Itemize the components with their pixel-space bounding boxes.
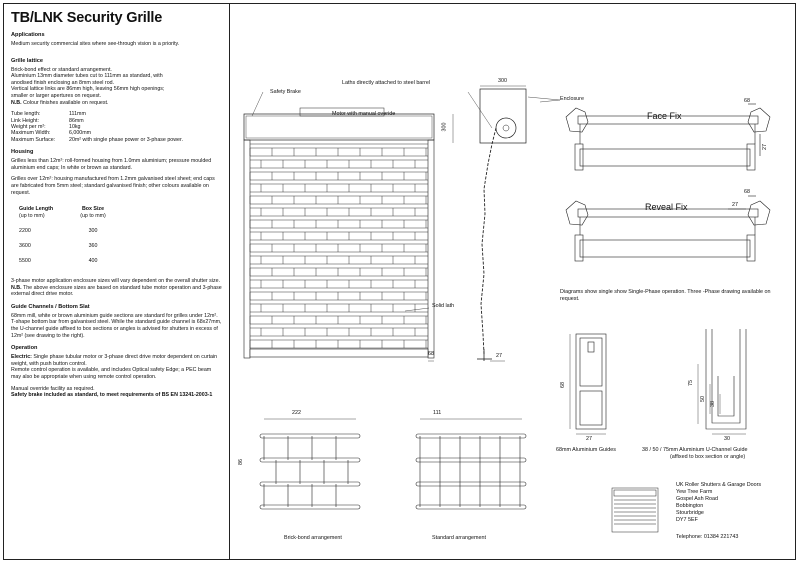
label-laths: Laths directly attached to steel barrel: [342, 80, 431, 86]
label-solid-lath: Solid lath: [432, 303, 455, 309]
guide-channels-heading: Guide Channels / Bottom Slat: [11, 303, 90, 310]
guide-box-table: Guide Length(up to mm) Box Size(up to mm…: [15, 206, 123, 270]
dim-300-side: 300: [441, 122, 448, 132]
housing-heading: Housing: [11, 149, 34, 156]
table-row: Maximum Surface:20m² with single phase p…: [11, 136, 183, 143]
brick-dim-222: 222: [292, 410, 301, 416]
operation-safety: Safety brake included as standard, to me…: [11, 392, 213, 399]
reveal-fix-dim-68: 68: [744, 189, 750, 195]
u-guide-dim-75: 75: [688, 380, 694, 386]
table-row: Link Height:86mm: [11, 117, 84, 124]
housing-text-1: Grilles less than 12m²: roll-formed hous…: [11, 158, 212, 171]
operation-heading: Operation: [11, 345, 38, 352]
reveal-fix-dim-27: 27: [732, 202, 738, 208]
operation-manual: Manual override facility as required.: [11, 385, 95, 392]
u-guide-dim-30: 30: [724, 436, 730, 442]
nb-label: N.B.: [11, 99, 22, 106]
tube: [259, 504, 361, 510]
tube: [415, 457, 527, 463]
label-enclosure: Enclosure: [560, 96, 584, 102]
alu-guide-caption: 68mm Aluminium Guides: [556, 447, 616, 453]
face-fix-dim-68: 68: [744, 98, 750, 104]
tube: [259, 457, 361, 463]
table-row: Tube length:111mm: [11, 111, 86, 118]
nb-text: Colour finishes available on request.: [21, 99, 109, 106]
company-address: UK Roller Shutters & Garage Doors Yew Tr…: [676, 482, 762, 540]
grille-lattice-heading: Grille lattice: [11, 57, 44, 64]
table-row: Weight per m²:10kg: [11, 123, 81, 130]
tube: [259, 481, 361, 487]
tube: [415, 481, 527, 487]
applications-text: Medium security commercial sites where s…: [11, 41, 180, 47]
tube: [259, 433, 361, 439]
guide-channels-text: 68mm mill, white or brown aluminium guid…: [11, 312, 222, 339]
u-guide-dim-50: 50: [700, 396, 706, 402]
dim-68: 68: [428, 351, 434, 357]
lattice-line: Vertical lattice links are 86mm high, le…: [11, 86, 165, 93]
u-guide-caption-2: (affixed to box section or angle): [670, 454, 746, 460]
tube: [415, 504, 527, 510]
spec-sheet: TB/LNK Security Grille Applications Medi…: [3, 3, 796, 560]
telephone: Telephone: 01384 221743: [676, 534, 739, 540]
alu-guide-dim-27: 27: [586, 436, 592, 442]
u-guide-dim-38: 38: [710, 401, 716, 407]
table-row: Maximum Width:6,000mm: [11, 130, 92, 137]
lattice-line: Aluminium 13mm diameter tubes cut to 111…: [11, 73, 163, 80]
diagrams-note: Diagrams show single show Single-Phase o…: [560, 289, 771, 302]
specification-column: TB/LNK Security Grille Applications Medi…: [4, 4, 230, 559]
applications-heading: Applications: [11, 32, 45, 38]
reveal-fix-title: Reveal Fix: [645, 202, 688, 212]
standard-dim-111: 111: [433, 410, 442, 416]
label-safety-brake: Safety Brake: [270, 89, 301, 95]
drawings-area: Safety Brake Motor with manual overide L…: [230, 4, 796, 559]
lattice-line: anodised finish enclosing an 8mm steel r…: [11, 79, 115, 86]
lattice-line: Brick-bond effect or standard arrangemen…: [11, 66, 112, 73]
table-header: Guide Length(up to mm) Box Size(up to mm…: [19, 206, 106, 219]
grille-lattice-text: Brick-bond effect or standard arrangemen…: [11, 67, 222, 107]
operation-text: Electric: Single phase tubular motor or …: [11, 354, 218, 380]
three-phase-text: 3-phase motor application enclosure size…: [11, 277, 222, 298]
grille-front-drawing: [243, 85, 771, 533]
face-fix-title: Face Fix: [647, 111, 682, 121]
dim-27: 27: [496, 353, 502, 359]
u-guide-caption-1: 38 / 50 / 75mm Aluminium U-Channel Guide: [642, 447, 748, 453]
alu-guide-dim-68: 68: [560, 382, 566, 388]
label-motor-override: Motor with manual overide: [332, 111, 396, 117]
dim-300-top: 300: [498, 78, 507, 84]
face-fix-dim-27: 27: [762, 144, 768, 150]
brick-caption: Brick-bond arrangement: [284, 535, 342, 541]
brick-dim-86: 86: [238, 459, 244, 465]
standard-caption: Standard arrangement: [432, 535, 486, 541]
lattice-line: smaller or larger apertures on request.: [11, 92, 102, 99]
housing-text-2: Grilles over 12m²: housing manufactured …: [11, 176, 215, 196]
specs-table: Tube length:111mm Link Height:86mm Weigh…: [11, 111, 183, 143]
tube: [415, 433, 527, 439]
page-title: TB/LNK Security Grille: [11, 10, 163, 26]
